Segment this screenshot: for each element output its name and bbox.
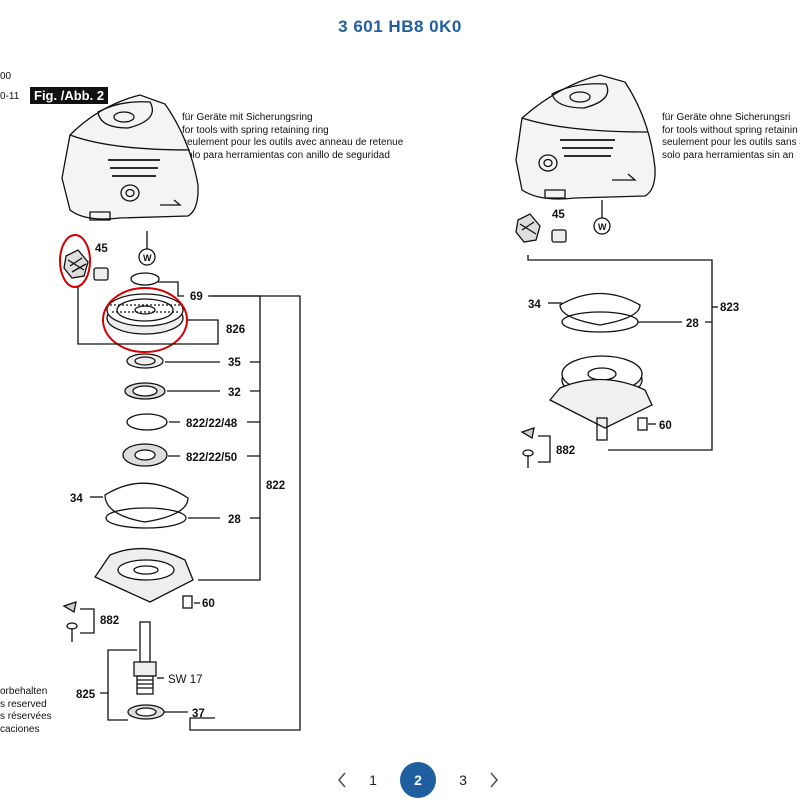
part-label-32: 32 — [228, 387, 241, 399]
part-label-825: 825 — [76, 689, 96, 701]
footer-line: s réservées — [0, 711, 52, 722]
next-page-button[interactable] — [484, 762, 504, 798]
note-line: for tools with spring retaining ring — [182, 124, 329, 136]
note-line: for tools without spring retainin — [662, 124, 798, 136]
part-label-823: 823 — [720, 302, 739, 314]
part-label-35: 35 — [228, 357, 241, 369]
left-applicability-note: für Geräte mit Sicherungsring for tools … — [182, 112, 403, 162]
spindle-left — [133, 621, 157, 695]
part-label-34: 34 — [70, 493, 83, 505]
note-line: solo para herramientas con anillo de seg… — [182, 149, 390, 161]
part-label-45: 45 — [552, 209, 565, 221]
prev-page-button[interactable] — [332, 762, 352, 798]
margin-fragment: 0-11 — [0, 91, 20, 102]
part-label-822-22-50: 822/22/50 — [186, 452, 237, 464]
page-1-button[interactable]: 1 — [369, 772, 377, 788]
chevron-right-icon — [490, 772, 499, 788]
flange-gear-assembly-right — [548, 355, 653, 441]
note-line: seulement pour les outils sans ar — [662, 137, 800, 148]
pagination: 1 2 3 — [0, 762, 800, 798]
note-line: solo para herramientas sin an — [662, 149, 794, 161]
wrench-size-label: SW 17 — [168, 674, 203, 686]
part-label-822: 822 — [266, 480, 285, 492]
figure-label: Fig. /Abb. 2 — [30, 87, 109, 104]
bevel-gear-left — [106, 293, 184, 335]
part-label-69: 69 — [190, 291, 203, 303]
margin-fragment: 00 — [0, 71, 12, 82]
part-label-28: 28 — [686, 318, 699, 330]
page-3-button[interactable]: 3 — [459, 772, 467, 788]
highlight-ring — [59, 234, 91, 288]
chevron-left-icon — [337, 772, 346, 788]
part-label-882: 882 — [100, 615, 119, 627]
part-label-882: 882 — [556, 445, 575, 457]
page-title: 3 601 HB8 0K0 — [338, 17, 462, 36]
part-label-60: 60 — [659, 420, 672, 432]
part-label-34: 34 — [528, 299, 541, 311]
pinion-left — [63, 249, 109, 281]
note-line: für Geräte mit Sicherungsring — [182, 112, 313, 123]
footer-line: s reserved — [0, 698, 47, 710]
highlight-ring — [102, 287, 188, 353]
part-label-60: 60 — [202, 598, 215, 610]
note-line: seulement pour les outils avec anneau de… — [182, 137, 404, 148]
copyright-footer: orbehalten s reserved s réservées cacion… — [0, 686, 52, 736]
gear-housing-right — [515, 74, 656, 200]
part-label-826: 826 — [226, 324, 245, 336]
page-2-button[interactable]: 2 — [400, 762, 436, 798]
footer-line: caciones — [0, 723, 40, 735]
part-label-37: 37 — [192, 708, 205, 720]
footer-line: orbehalten — [0, 686, 48, 697]
w-symbol-label: W — [598, 222, 607, 232]
exploded-parts-diagram: 45 W 69 826 35 32 822/22/48 822/22/50 82… — [59, 74, 739, 731]
gear-housing-left — [61, 94, 199, 221]
right-applicability-note: für Geräte ohne Sicherungsri for tools w… — [662, 112, 800, 162]
w-symbol-label: W — [143, 253, 152, 263]
bearing-flange-left — [94, 547, 194, 603]
part-label-28: 28 — [228, 514, 241, 526]
note-line: für Geräte ohne Sicherungsri — [662, 112, 791, 123]
part-label-822-22-48: 822/22/48 — [186, 418, 238, 430]
part-label-45: 45 — [95, 243, 108, 255]
